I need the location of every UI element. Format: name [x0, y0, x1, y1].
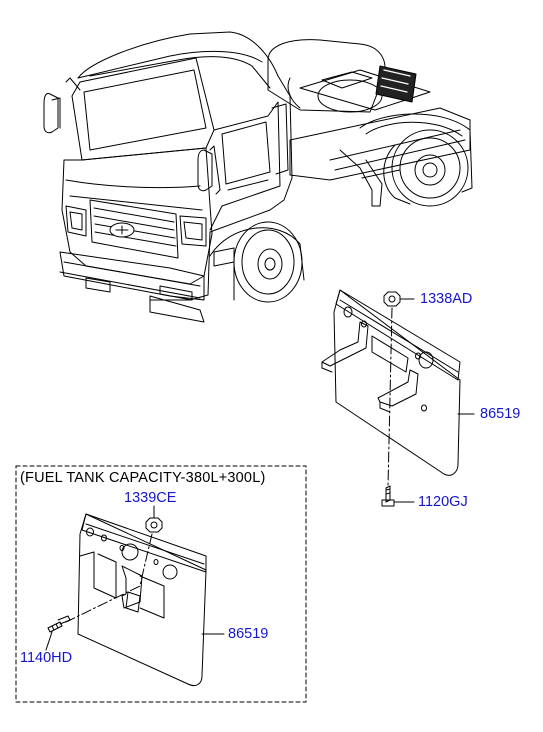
nut-1339CE-part [145, 517, 163, 533]
callout-1140HD[interactable]: 1140HD [20, 650, 73, 666]
variant-box [15, 465, 307, 703]
mud-flap-lower [77, 513, 207, 687]
mud-flap-upper [321, 289, 461, 476]
callout-1339CE[interactable]: 1339CE [124, 490, 177, 506]
truck-illustration [43, 31, 473, 323]
callout-1120GJ[interactable]: 1120GJ [418, 494, 468, 510]
centerline-upper [387, 307, 393, 487]
nut-1338AD-part [383, 291, 401, 307]
callout-86519-upper[interactable]: 86519 [480, 406, 521, 422]
centerline-lower [65, 533, 153, 623]
bolt-1140HD-part [47, 615, 71, 633]
bolt-1120GJ-part [381, 485, 395, 507]
callout-1338AD[interactable]: 1338AD [420, 291, 473, 307]
leader-1140HD [45, 631, 53, 651]
callout-86519-lower[interactable]: 86519 [228, 626, 269, 642]
variant-caption: (FUEL TANK CAPACITY-380L+300L) [20, 470, 266, 486]
